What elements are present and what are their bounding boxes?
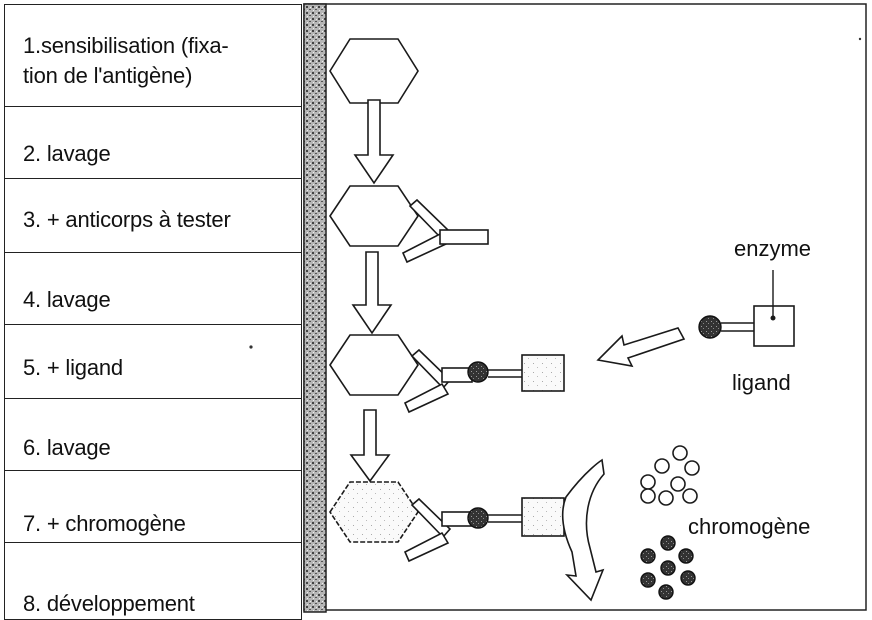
chromogene-label: chromogène	[688, 514, 810, 540]
antigen-hexagon-2	[330, 186, 418, 246]
down-arrow-1	[355, 100, 393, 183]
stray-speck	[859, 38, 861, 40]
ligand-dot-step5	[468, 362, 488, 382]
antigen-hexagon-3	[330, 335, 418, 395]
left-arrow	[598, 328, 684, 366]
plate-wall	[304, 4, 326, 612]
legend-ligand-link	[721, 323, 754, 331]
enzyme-box-step5	[522, 355, 564, 391]
chromogen-open-circles	[641, 446, 699, 505]
enzyme-label: enzyme	[734, 236, 811, 262]
legend-ligand-dot	[699, 316, 721, 338]
down-arrow-2	[353, 252, 391, 333]
enzyme-box-step7	[522, 498, 564, 536]
antigen-hexagon-4	[330, 482, 418, 542]
antibody-step3	[403, 200, 488, 262]
ligand-link-step7	[488, 515, 522, 522]
chromogen-filled-circles	[641, 536, 695, 599]
ligand-dot-step7	[468, 508, 488, 528]
stray-speck	[249, 345, 252, 348]
antibody-step7	[405, 499, 472, 561]
down-arrow-3	[351, 410, 389, 481]
ligand-link-step5	[488, 370, 522, 377]
curved-reaction-arrow	[563, 460, 604, 600]
legend-enzyme-box	[754, 306, 794, 346]
antibody-step5	[405, 350, 472, 412]
antigen-hexagon-1	[330, 39, 418, 103]
ligand-label: ligand	[732, 370, 791, 396]
